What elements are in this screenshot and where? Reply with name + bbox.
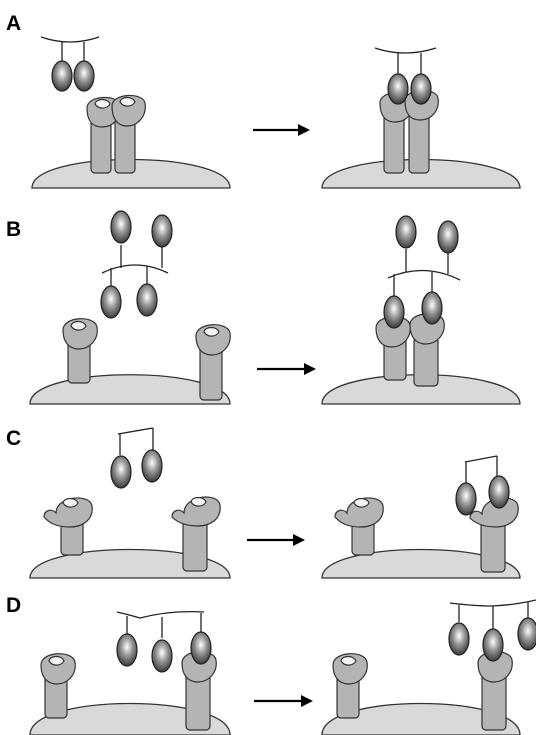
ligand-icon (374, 47, 437, 105)
receptor-icon (62, 318, 98, 384)
panel-label-a: A (6, 12, 21, 35)
receptor-icon (171, 496, 221, 572)
cell-membrane-icon (321, 702, 521, 735)
panel-label-c: C (6, 427, 21, 450)
panel-a (31, 36, 521, 189)
receptor-icon (375, 316, 411, 381)
receptor-icon (332, 653, 368, 719)
cell-membrane-icon (321, 158, 521, 189)
cell-membrane-icon (29, 702, 231, 735)
ligand-icon (383, 215, 461, 329)
receptor-icon (404, 89, 439, 174)
ligand-icon (40, 36, 100, 92)
ligand-icon (455, 455, 510, 516)
reaction-arrow-icon (257, 363, 316, 375)
cell-membrane-icon (31, 158, 231, 189)
reaction-arrow-icon (247, 534, 305, 546)
ligand-icon (448, 599, 536, 662)
panel-label-d: D (6, 594, 21, 617)
ligand-icon (116, 610, 212, 673)
cell-membrane-icon (321, 548, 521, 579)
panel-b (29, 210, 521, 405)
ligand-icon (100, 210, 173, 319)
cell-membrane-icon (29, 548, 231, 579)
receptor-icon (334, 497, 384, 556)
receptor-icon (469, 497, 519, 573)
reaction-arrow-icon (253, 124, 310, 136)
receptor-icon (111, 94, 146, 174)
receptor-icon (40, 653, 76, 719)
receptor-icon (195, 324, 231, 401)
panel-d (29, 599, 536, 735)
ligand-icon (110, 427, 163, 489)
panel-c (29, 427, 521, 579)
reaction-arrow-icon (254, 695, 313, 707)
panel-label-b: B (6, 218, 21, 241)
receptor-icon (43, 497, 93, 556)
